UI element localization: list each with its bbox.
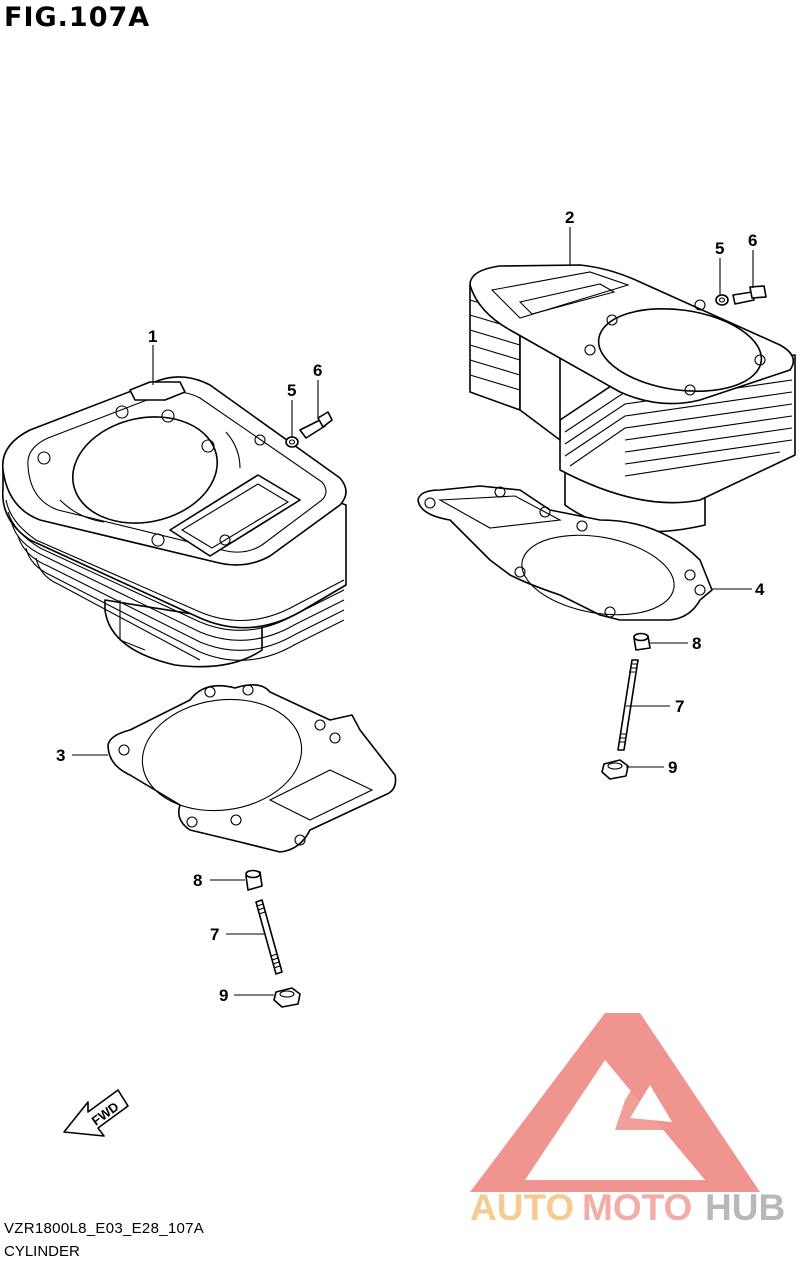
nut-9-front bbox=[273, 987, 301, 1008]
diagram-caption: CYLINDER bbox=[4, 1243, 80, 1260]
forward-arrow-icon: FWD bbox=[63, 1089, 129, 1137]
callout-numbers: 1 2 3 4 5 5 6 6 7 7 8 8 9 9 bbox=[56, 208, 765, 1005]
cylinder-front bbox=[1, 376, 347, 668]
callout-6-front: 6 bbox=[313, 361, 322, 380]
nipple-6-front bbox=[299, 411, 333, 439]
gasket-front bbox=[107, 684, 397, 853]
callout-8-rear: 8 bbox=[692, 634, 701, 653]
watermark-triangle bbox=[470, 1013, 760, 1192]
stud-7-rear bbox=[617, 659, 639, 751]
diagram-code: VZR1800L8_E03_E28_107A bbox=[4, 1220, 205, 1237]
callout-1: 1 bbox=[148, 327, 157, 346]
watermark-text-auto: AUTO bbox=[470, 1187, 574, 1228]
dowel-pin-8-rear bbox=[633, 632, 651, 651]
watermark-text-hub: HUB bbox=[705, 1187, 785, 1228]
callout-5-front: 5 bbox=[287, 381, 296, 400]
cylinder-rear bbox=[469, 264, 796, 533]
watermark-logo: AUTO MOTO HUB bbox=[470, 1013, 785, 1228]
washer-5-front bbox=[285, 436, 299, 448]
callout-6-rear: 6 bbox=[748, 231, 757, 250]
nipple-6-rear bbox=[732, 285, 767, 305]
stud-7-front bbox=[255, 899, 283, 975]
callout-8-front: 8 bbox=[193, 871, 202, 890]
washer-5-rear bbox=[715, 294, 729, 306]
callout-2: 2 bbox=[565, 208, 574, 227]
nut-9-rear bbox=[601, 759, 629, 780]
callout-4: 4 bbox=[755, 580, 765, 599]
figure-title: FIG.107A bbox=[4, 2, 151, 33]
callout-7-rear: 7 bbox=[675, 697, 684, 716]
callout-5-rear: 5 bbox=[715, 239, 724, 258]
gasket-rear bbox=[417, 485, 713, 621]
callout-7-front: 7 bbox=[210, 925, 219, 944]
callout-9-rear: 9 bbox=[668, 758, 677, 777]
callout-3: 3 bbox=[56, 746, 65, 765]
leader-lines bbox=[72, 227, 754, 996]
callout-9-front: 9 bbox=[219, 986, 228, 1005]
dowel-pin-8-front bbox=[245, 869, 263, 891]
watermark-text-moto: MOTO bbox=[582, 1187, 692, 1228]
